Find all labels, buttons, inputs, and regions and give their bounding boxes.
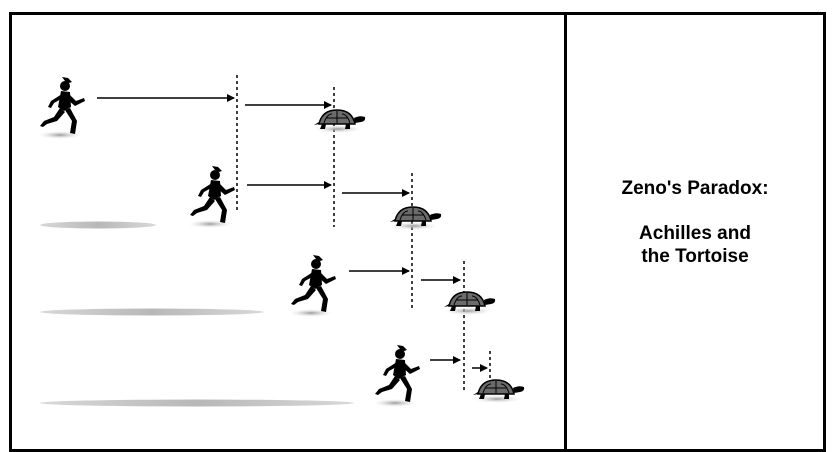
caption-title: Zeno's Paradox: xyxy=(621,178,769,199)
ground-trail xyxy=(40,221,156,229)
ground-trail xyxy=(40,399,354,407)
caption-subtitle: Achilles and the Tortoise xyxy=(567,222,823,268)
runner-icon xyxy=(188,166,235,228)
caption-panel: Zeno's Paradox: Achilles and the Tortois… xyxy=(567,15,823,441)
runner-icon xyxy=(38,77,85,139)
runner-icon xyxy=(373,345,420,407)
tortoise-icon xyxy=(443,291,496,316)
figure-frame: Zeno's Paradox: Achilles and the Tortois… xyxy=(9,12,826,452)
ground-trail xyxy=(40,308,264,316)
caption-subtitle-line: Achilles and xyxy=(639,223,751,244)
caption-subtitle-line: the Tortoise xyxy=(641,246,749,267)
panel-divider xyxy=(564,15,567,449)
zeno-diagram xyxy=(38,75,525,407)
tortoise-icon xyxy=(472,379,525,404)
tortoise-icon xyxy=(313,109,366,134)
runner-icon xyxy=(289,255,336,317)
tortoise-icon xyxy=(389,206,442,231)
